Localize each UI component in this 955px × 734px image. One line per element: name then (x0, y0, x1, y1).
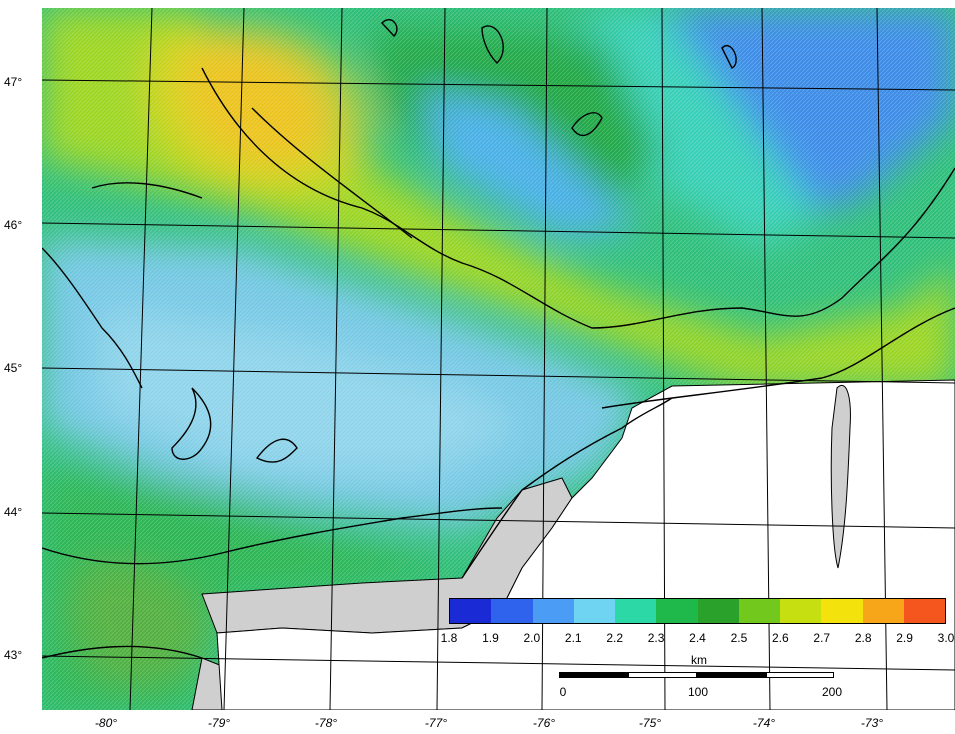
meridian-79 (223, 8, 245, 710)
lake-gray-east (830, 385, 851, 569)
lake-small-7 (481, 25, 504, 64)
scale-label-200: 200 (821, 685, 843, 699)
color-scale-segment (532, 599, 574, 623)
color-scale-segment (697, 599, 739, 623)
parallel-43 (42, 655, 955, 671)
color-scale-bar (449, 598, 946, 624)
lake-shore (461, 397, 673, 579)
scale-segment-4 (766, 672, 834, 678)
color-scale-tick-label: 2.9 (896, 631, 913, 645)
color-scale-unit: km (691, 653, 707, 667)
color-scale-tick-label: 2.5 (730, 631, 748, 645)
lat-label-46: 46° (4, 218, 23, 232)
color-scale-segment (656, 599, 698, 623)
color-scale-segment (738, 599, 780, 623)
lake-small-2 (255, 438, 298, 463)
coastlines (42, 19, 955, 659)
color-scale-tick-label: 2.0 (523, 631, 541, 645)
lon-label-76: -76° (532, 716, 556, 730)
lat-label-44: 44° (4, 505, 23, 519)
lat-label-47: 47° (4, 75, 23, 89)
scale-label-0: 0 (559, 685, 567, 699)
lake-small-6 (381, 19, 398, 38)
parallel-46 (42, 222, 955, 239)
lat-label-45: 45° (4, 361, 23, 375)
lake-small-5 (91, 182, 203, 199)
meridian-77 (436, 8, 446, 710)
color-scale-tick-label: 2.8 (854, 631, 872, 645)
parallel-44 (42, 512, 955, 529)
shoreline-north (601, 307, 955, 409)
meridian-75 (661, 8, 666, 710)
color-scale-segment (491, 599, 533, 623)
color-scale-segment (780, 599, 822, 623)
color-scale-tick-label: 2.7 (813, 631, 831, 645)
river-secondary (251, 107, 413, 239)
scale-segment-1 (559, 672, 628, 678)
color-scale-tick-label: 2.6 (771, 631, 789, 645)
lake-small-4 (721, 45, 737, 69)
scale-label-100: 100 (687, 685, 709, 699)
distance-scale-bar (559, 672, 834, 680)
scale-segment-2 (628, 672, 697, 678)
coast-west (42, 247, 143, 389)
color-scale-segment (615, 599, 657, 623)
graticule (42, 8, 955, 710)
map-frame[interactable] (42, 8, 955, 710)
outside-region-se (216, 379, 955, 710)
lon-label-74: -74° (752, 716, 776, 730)
lake-small-3 (571, 112, 603, 137)
lake-small-1 (171, 387, 212, 460)
color-scale-segment (573, 599, 615, 623)
river-sw (42, 645, 203, 659)
meridian-76 (541, 8, 548, 710)
lon-label-77: -77° (424, 716, 448, 730)
color-scale-segment (862, 599, 904, 623)
color-scale-tick-label: 2.1 (564, 631, 582, 645)
meridian-78 (329, 8, 343, 710)
color-scale-segment (821, 599, 863, 623)
lat-label-43: 43° (4, 648, 23, 662)
color-scale-tick-label: 3.0 (937, 631, 955, 645)
color-scale-tick-label: 1.9 (482, 631, 499, 645)
lon-label-80: -80° (94, 716, 118, 730)
color-scale-tick-label: 2.2 (606, 631, 623, 645)
lon-label-78: -78° (314, 716, 338, 730)
river-main (201, 67, 955, 329)
parallel-47 (42, 79, 955, 91)
meridian-80 (129, 8, 153, 710)
geologic-depth-map[interactable] (42, 8, 955, 710)
lon-label-73: -73° (860, 716, 884, 730)
color-scale-segment (450, 599, 492, 623)
meridian-73 (876, 8, 888, 710)
meridian-74 (761, 8, 771, 710)
lake-north-shore (42, 507, 503, 565)
color-scale-tick-label: 2.4 (689, 631, 706, 645)
color-scale-segment (903, 599, 945, 623)
color-scale-tick-label: 1.8 (440, 631, 458, 645)
parallel-45 (42, 367, 955, 384)
color-scale-tick-label: 2.3 (647, 631, 665, 645)
lon-label-79: -79° (207, 716, 231, 730)
scale-segment-3 (697, 672, 766, 678)
lon-label-75: -75° (638, 716, 662, 730)
